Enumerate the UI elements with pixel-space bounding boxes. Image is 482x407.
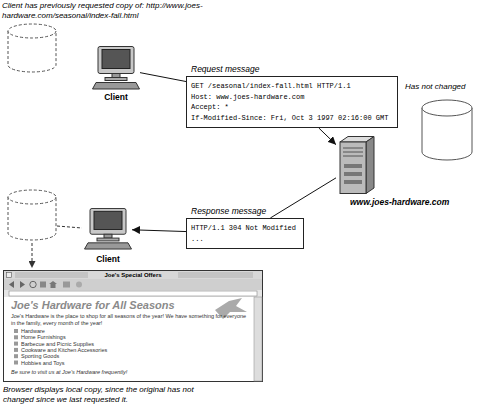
browser-window-icon-part xyxy=(178,277,253,278)
browser-window-icon-part xyxy=(254,297,262,381)
message-connector xyxy=(319,128,336,145)
client-cache-cylinder xyxy=(8,24,56,72)
client-computer-icon-part xyxy=(90,208,126,234)
window-title: Joe's Special Offers xyxy=(3,272,263,278)
page-footer: Be sure to visit us at Joe's Hardware fr… xyxy=(11,369,251,375)
annotation-note: Client has previously requested copy of:… xyxy=(2,1,252,21)
request-message-box: Request messageGET /seasonal/index-fall.… xyxy=(186,76,398,128)
browser-window-icon-part xyxy=(9,291,257,296)
client-computer-icon xyxy=(92,46,140,90)
menu-item: Sporting Goods xyxy=(21,353,59,359)
browser-window-icon-part xyxy=(4,271,262,279)
browser-window-icon-part xyxy=(15,277,88,278)
web-server-icon-part xyxy=(344,180,362,184)
web-server-icon-part xyxy=(343,156,363,157)
node-label: Client xyxy=(76,254,140,264)
client-computer-icon-part xyxy=(98,47,134,74)
node-label: Client xyxy=(84,92,148,102)
browser-window-icon-part xyxy=(14,354,18,358)
browser-window-icon-part xyxy=(20,281,25,288)
client-computer-icon-part xyxy=(105,78,127,81)
client-computer-icon-part xyxy=(93,83,140,90)
browser-window: Joe's Special OffersJoe's Hardware for A… xyxy=(3,270,263,382)
browser-window-icon-part xyxy=(4,297,254,381)
menu-item: Cookware and Kitchen Accessories xyxy=(21,347,107,353)
browser-window-icon-part xyxy=(4,279,262,290)
display-arrow xyxy=(32,243,33,268)
cache-link xyxy=(57,226,82,228)
header-line: Accept: * xyxy=(191,102,393,113)
browser-window-icon-part xyxy=(30,281,36,287)
web-server-icon-part xyxy=(344,172,362,176)
browser-window-icon-part xyxy=(14,329,18,333)
web-server-icon-part xyxy=(340,142,366,194)
browser-window-icon-part xyxy=(15,275,88,276)
client-cache-cylinder-part xyxy=(8,190,56,204)
menu-item: Hobbies and Toys xyxy=(21,360,65,366)
menu-item: Barbecue and Picnic Supplies xyxy=(21,341,94,347)
header-line: ... xyxy=(191,234,299,245)
client-computer: Client xyxy=(84,208,132,250)
message-connector xyxy=(270,178,336,218)
web-server-icon-part xyxy=(366,137,374,194)
browser-window-icon-part xyxy=(14,348,18,352)
server-store-cylinder-part xyxy=(422,100,472,116)
menu-item: Hardware xyxy=(21,328,45,334)
browser-window-icon-part xyxy=(14,335,18,339)
browser-window-icon-part xyxy=(40,282,46,288)
web-server-icon xyxy=(336,136,378,194)
browser-window-icon-part xyxy=(178,273,253,274)
message-connector xyxy=(140,73,186,82)
client-computer-icon-part xyxy=(104,234,112,238)
web-server-icon-part xyxy=(343,148,363,149)
header-line: Host: www.joes-hardware.com xyxy=(191,92,393,103)
figure-caption: Browser displays local copy, since the o… xyxy=(3,385,208,405)
message-heading: Response message xyxy=(191,206,266,216)
browser-window-icon-part xyxy=(4,271,263,382)
header-line: HTTP/1.1 304 Not Modified xyxy=(191,223,299,234)
client-computer-icon-part xyxy=(102,50,130,69)
web-server-icon-part xyxy=(343,152,363,153)
client-cache-cylinder xyxy=(8,190,56,240)
client-computer-icon xyxy=(84,208,132,250)
client-computer-icon-part xyxy=(85,243,132,249)
browser-window-icon-part xyxy=(15,273,88,274)
browser-window-icon-part xyxy=(14,361,18,365)
client-computer-icon-part xyxy=(112,74,120,78)
header-line: If-Modified-Since: Fri, Oct 3 1997 02:16… xyxy=(191,113,393,124)
server-name: www.joes-hardware.com xyxy=(350,197,449,207)
browser-window-icon-part xyxy=(14,342,18,346)
page-heading: Joe's Hardware for All Seasons xyxy=(11,299,216,311)
client-computer-icon-part xyxy=(97,238,119,241)
message-heading: Request message xyxy=(191,64,260,74)
page-paragraph: Joe's Hardware is the place to shop for … xyxy=(11,313,249,326)
server-store-cylinder xyxy=(422,100,472,160)
menu-item: Home Furnishings xyxy=(21,334,66,340)
browser-window-icon-part xyxy=(7,273,12,278)
response-message-box: Response messageHTTP/1.1 304 Not Modifie… xyxy=(186,218,304,249)
client-cache-cylinder-part xyxy=(8,24,56,38)
web-server-icon-part xyxy=(344,164,362,168)
annotation-note: Has not changed xyxy=(405,82,480,92)
browser-window-icon-part xyxy=(76,282,82,288)
client-computer: Client xyxy=(92,46,140,90)
browser-window-icon-part xyxy=(9,281,14,288)
browser-window-icon-part xyxy=(63,282,70,288)
message-connector xyxy=(132,230,186,232)
browser-window-icon-part xyxy=(49,281,57,288)
client-computer-icon-part xyxy=(94,211,122,229)
web-server: www.joes-hardware.com xyxy=(336,136,378,194)
browser-window-icon-part xyxy=(178,275,253,276)
header-line: GET /seasonal/index-fall.html HTTP/1.1 xyxy=(191,81,393,92)
